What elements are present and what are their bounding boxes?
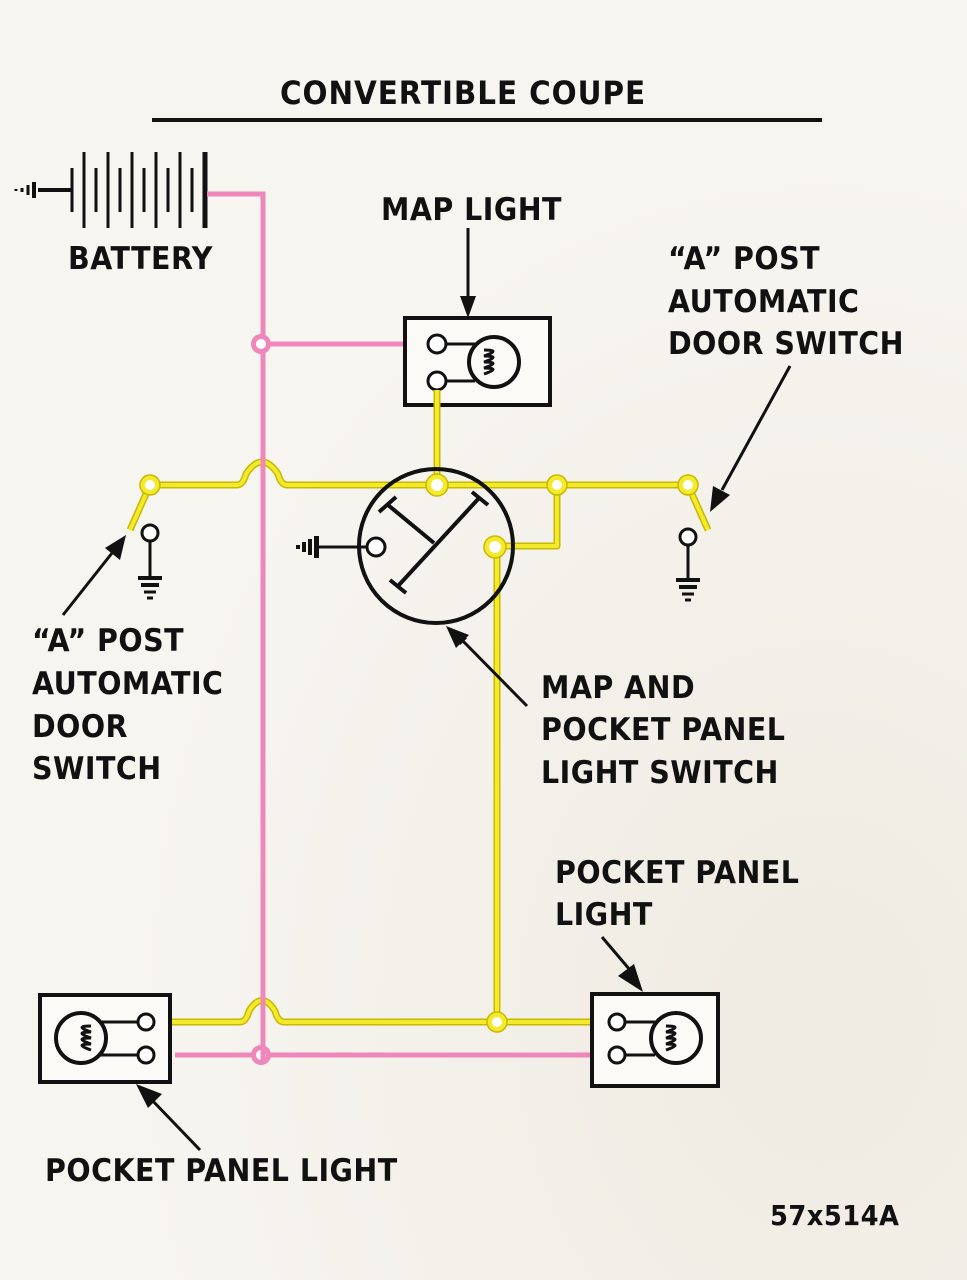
right-door-switch-arrow <box>710 365 792 512</box>
figure-code: 57x514A <box>770 1199 900 1232</box>
left-pocket-panel-lamp-icon <box>38 993 172 1084</box>
switch-ground-icon <box>296 536 319 558</box>
map-light-lamp-icon <box>403 316 552 407</box>
right-door-switch-icon <box>676 527 700 602</box>
left-pocket-light-arrow <box>136 1084 202 1152</box>
switch-arrowhead <box>446 626 469 648</box>
battery-icon <box>14 152 208 228</box>
left-door-switch-arrow <box>61 535 126 616</box>
right-door-switch-label-line: “A” POST <box>668 241 821 277</box>
switch-terminal <box>425 473 507 559</box>
main-switch-label-line: LIGHT SWITCH <box>541 755 779 791</box>
map-and-pocket-panel-switch-icon <box>318 467 515 625</box>
right-pocket-light-label-line: LIGHT <box>555 897 653 933</box>
left-door-switch-label-line: DOOR <box>32 709 128 745</box>
left-door-switch-label-line: AUTOMATIC <box>32 666 224 702</box>
right-door-switch-label-line: DOOR SWITCH <box>668 326 904 362</box>
map-light-label: MAP LIGHT <box>381 192 562 228</box>
main-switch-label-line: MAP AND <box>541 670 696 706</box>
main-switch-label-line: POCKET PANEL <box>541 712 786 748</box>
right-door-switch-label-line: AUTOMATIC <box>668 284 860 320</box>
switch-label-arrow <box>456 634 529 708</box>
left-pocket-light-label: POCKET PANEL LIGHT <box>45 1153 398 1189</box>
left-door-switch-label-line: SWITCH <box>32 751 162 787</box>
right-pocket-light-arrow <box>600 936 643 992</box>
right-pocket-light-label-line: POCKET PANEL <box>555 855 800 891</box>
left-door-switch-label-line: “A” POST <box>32 623 185 659</box>
battery-label: BATTERY <box>68 241 213 277</box>
right-pocket-panel-lamp-icon <box>590 992 720 1088</box>
left-door-switch-icon <box>138 523 162 600</box>
switch-circuit-terminal <box>139 474 699 1033</box>
diagram-title: CONVERTIBLE COUPE <box>280 74 646 112</box>
map-light-arrow <box>460 228 476 318</box>
